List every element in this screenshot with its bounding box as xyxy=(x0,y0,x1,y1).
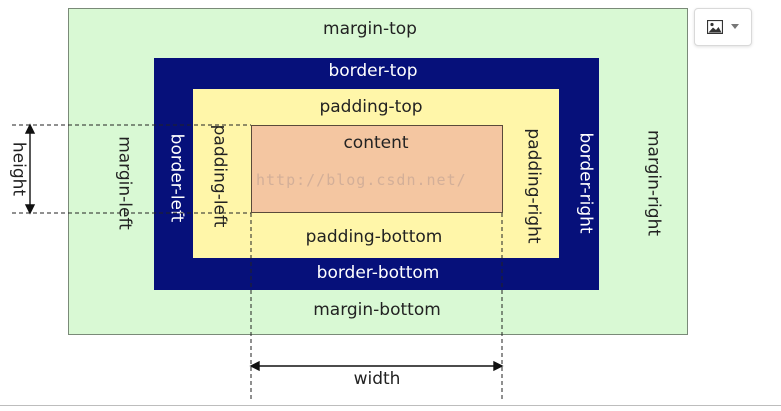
height-label: height xyxy=(8,141,29,197)
height-arrow-up xyxy=(24,123,36,134)
margin-top-label: margin-top xyxy=(323,19,417,39)
watermark-text: http://blog.csdn.net/ xyxy=(256,171,467,189)
padding-top-label: padding-top xyxy=(319,97,423,117)
image-icon xyxy=(707,20,723,34)
padding-bottom-label: padding-bottom xyxy=(305,227,443,247)
width-arrow-left xyxy=(249,360,260,372)
bottom-divider xyxy=(0,405,781,406)
border-top-label: border-top xyxy=(328,61,418,81)
height-arrow-down xyxy=(24,204,36,215)
border-bottom-label: border-bottom xyxy=(316,263,440,283)
content-label: content xyxy=(343,133,409,153)
margin-bottom-label: margin-bottom xyxy=(313,300,441,320)
width-label: width xyxy=(353,369,401,389)
image-options-button[interactable] xyxy=(694,8,752,46)
width-arrow-right xyxy=(493,360,504,372)
caret-down-icon xyxy=(731,24,739,29)
content-box xyxy=(251,125,503,213)
